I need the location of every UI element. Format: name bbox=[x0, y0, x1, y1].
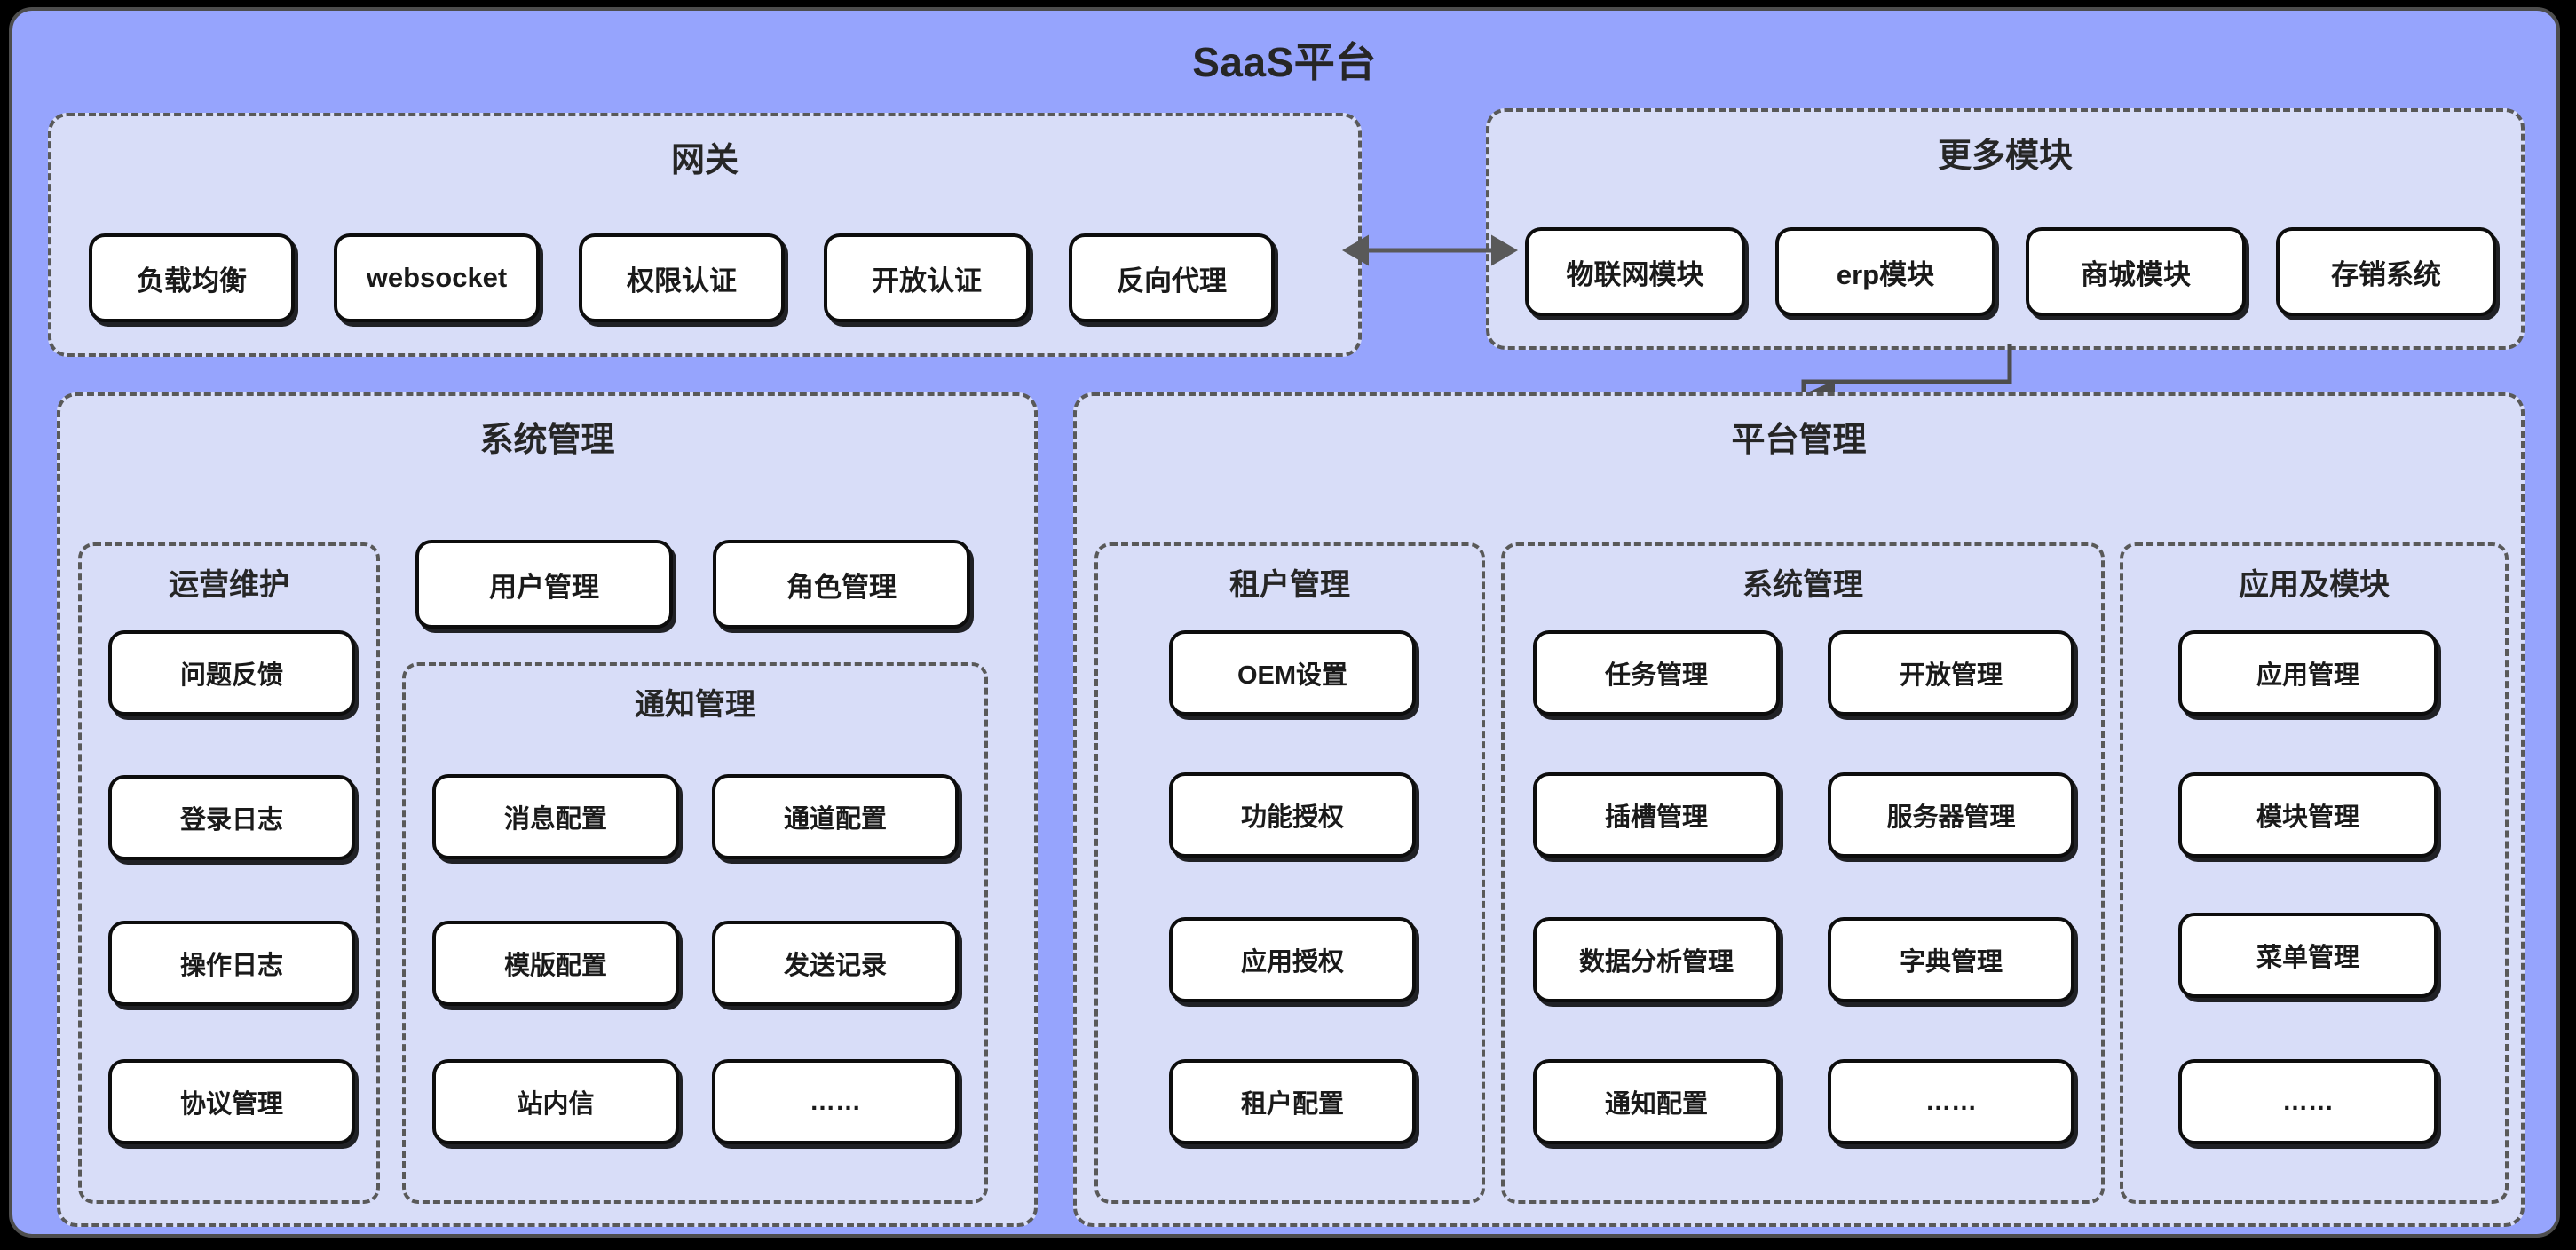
gateway-title: 网关 bbox=[670, 142, 739, 179]
more-modules-title: 更多模块 bbox=[1937, 138, 2073, 175]
apps-item-menu-management[interactable]: 菜单管理 bbox=[2178, 913, 2438, 998]
platform-system-item-task-management[interactable]: 任务管理 bbox=[1533, 630, 1780, 716]
more-modules-item-erp[interactable]: erp模块 bbox=[1775, 227, 1995, 316]
system-management-title: 系统管理 bbox=[479, 422, 615, 459]
platform-system-management-title: 系统管理 bbox=[1742, 568, 1863, 602]
apps-item-module-management[interactable]: 模块管理 bbox=[2178, 772, 2438, 858]
gateway-item-open-auth[interactable]: 开放认证 bbox=[824, 233, 1030, 322]
platform-system-item-dictionary-management[interactable]: 字典管理 bbox=[1828, 917, 2074, 1002]
more-modules-item-inventory-sales[interactable]: 存销系统 bbox=[2276, 227, 2496, 316]
tenant-management-title: 租户管理 bbox=[1229, 568, 1350, 602]
platform-management-panel: 平台管理 租户管理 OEM设置 功能授权 应用授权 租户配置 系统管理 任务管理… bbox=[1073, 392, 2525, 1227]
apps-item-more[interactable]: …… bbox=[2178, 1059, 2438, 1144]
notification-management-title: 通知管理 bbox=[635, 688, 755, 722]
system-management-panel: 系统管理 用户管理 角色管理 运营维护 问题反馈 登录日志 操作日志 协议管理 … bbox=[57, 392, 1038, 1227]
notification-item-more[interactable]: …… bbox=[712, 1059, 959, 1144]
tenant-item-oem-settings[interactable]: OEM设置 bbox=[1169, 630, 1416, 716]
gateway-panel: 网关 负载均衡 websocket 权限认证 开放认证 反向代理 bbox=[48, 113, 1362, 357]
gateway-item-load-balance[interactable]: 负载均衡 bbox=[89, 233, 295, 322]
platform-system-item-more[interactable]: …… bbox=[1828, 1059, 2074, 1144]
gateway-item-websocket[interactable]: websocket bbox=[334, 233, 540, 322]
notification-item-internal-message[interactable]: 站内信 bbox=[432, 1059, 679, 1144]
gateway-item-permission-auth[interactable]: 权限认证 bbox=[579, 233, 785, 322]
notification-item-send-record[interactable]: 发送记录 bbox=[712, 921, 959, 1006]
notification-management-panel: 通知管理 消息配置 通道配置 模版配置 发送记录 站内信 …… bbox=[402, 662, 988, 1204]
platform-system-item-slot-management[interactable]: 插槽管理 bbox=[1533, 772, 1780, 858]
ops-maintenance-panel: 运营维护 问题反馈 登录日志 操作日志 协议管理 bbox=[78, 542, 380, 1204]
platform-system-item-data-analysis-management[interactable]: 数据分析管理 bbox=[1533, 917, 1780, 1002]
notification-item-channel-config[interactable]: 通道配置 bbox=[712, 774, 959, 859]
ops-item-login-log[interactable]: 登录日志 bbox=[108, 775, 355, 860]
page-title: SaaS平台 bbox=[1192, 39, 1377, 85]
ops-item-issue-feedback[interactable]: 问题反馈 bbox=[108, 630, 355, 716]
saas-platform-container: SaaS平台 网关 负载均衡 websocket 权限认证 开放认证 反向代理 … bbox=[9, 7, 2560, 1238]
apps-item-app-management[interactable]: 应用管理 bbox=[2178, 630, 2438, 716]
system-management-item-role-management[interactable]: 角色管理 bbox=[713, 540, 970, 629]
ops-item-protocol-management[interactable]: 协议管理 bbox=[108, 1059, 355, 1144]
apps-and-modules-panel: 应用及模块 应用管理 模块管理 菜单管理 …… bbox=[2120, 542, 2509, 1204]
more-modules-item-mall[interactable]: 商城模块 bbox=[2026, 227, 2246, 316]
gateway-item-reverse-proxy[interactable]: 反向代理 bbox=[1069, 233, 1275, 322]
platform-management-title: 平台管理 bbox=[1731, 422, 1867, 459]
platform-system-item-server-management[interactable]: 服务器管理 bbox=[1828, 772, 2074, 858]
gateway-to-more-modules-arrow bbox=[1342, 234, 1518, 266]
platform-system-item-notification-config[interactable]: 通知配置 bbox=[1533, 1059, 1780, 1144]
tenant-item-feature-authorization[interactable]: 功能授权 bbox=[1169, 772, 1416, 858]
notification-item-template-config[interactable]: 模版配置 bbox=[432, 921, 679, 1006]
more-modules-item-iot[interactable]: 物联网模块 bbox=[1525, 227, 1745, 316]
more-modules-to-platform-management-arrow bbox=[1799, 344, 2012, 412]
tenant-management-panel: 租户管理 OEM设置 功能授权 应用授权 租户配置 bbox=[1094, 542, 1485, 1204]
ops-maintenance-title: 运营维护 bbox=[169, 568, 289, 602]
notification-item-message-config[interactable]: 消息配置 bbox=[432, 774, 679, 859]
ops-item-operation-log[interactable]: 操作日志 bbox=[108, 921, 355, 1006]
platform-system-item-open-management[interactable]: 开放管理 bbox=[1828, 630, 2074, 716]
apps-and-modules-title: 应用及模块 bbox=[2239, 568, 2390, 602]
platform-system-management-panel: 系统管理 任务管理 开放管理 插槽管理 服务器管理 数据分析管理 字典管理 通知… bbox=[1501, 542, 2105, 1204]
system-management-item-user-management[interactable]: 用户管理 bbox=[415, 540, 673, 629]
more-modules-panel: 更多模块 物联网模块 erp模块 商城模块 存销系统 bbox=[1486, 108, 2525, 350]
tenant-item-tenant-config[interactable]: 租户配置 bbox=[1169, 1059, 1416, 1144]
tenant-item-app-authorization[interactable]: 应用授权 bbox=[1169, 917, 1416, 1002]
